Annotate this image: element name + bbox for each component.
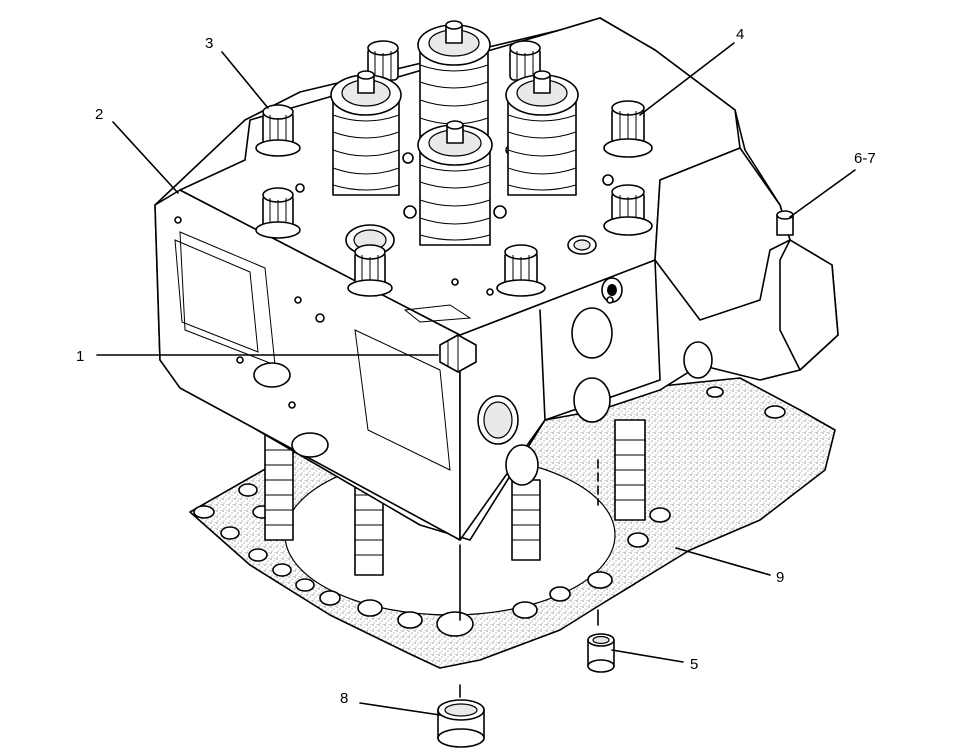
callout-3: 3: [205, 35, 213, 52]
head-bolt-shanks: [264, 419, 646, 576]
dowel-8: [437, 544, 485, 748]
callout-4: 4: [736, 26, 744, 43]
dowel-5: [587, 459, 615, 673]
valve-springs: [330, 20, 579, 246]
valve-spring-3: [505, 70, 579, 196]
callout-2: 2: [95, 106, 103, 123]
leader-lines: [96, 42, 856, 716]
bolt-h: [496, 244, 546, 297]
callout-6-7: 6-7: [854, 150, 876, 167]
callout-8: 8: [340, 690, 348, 707]
valve-spring-1: [330, 70, 402, 196]
bolt-a: [255, 104, 301, 157]
plug-6-7: [776, 210, 794, 236]
callout-labels: 1 2 3 4 5 6-7 8 9: [76, 26, 876, 707]
bolt-g: [347, 244, 393, 297]
callout-9: 9: [776, 569, 784, 586]
deck-holes: [174, 145, 614, 409]
callout-1: 1: [76, 348, 84, 365]
bolt-d: [509, 40, 541, 81]
head-bolts: [255, 40, 653, 297]
bolt-b: [255, 187, 301, 239]
plug: [439, 334, 477, 373]
valve-spring-4: [417, 120, 493, 246]
callout-5: 5: [690, 656, 698, 673]
bolt-f: [603, 184, 653, 236]
gasket-holes: [193, 386, 786, 637]
bolt-e: [603, 100, 653, 158]
